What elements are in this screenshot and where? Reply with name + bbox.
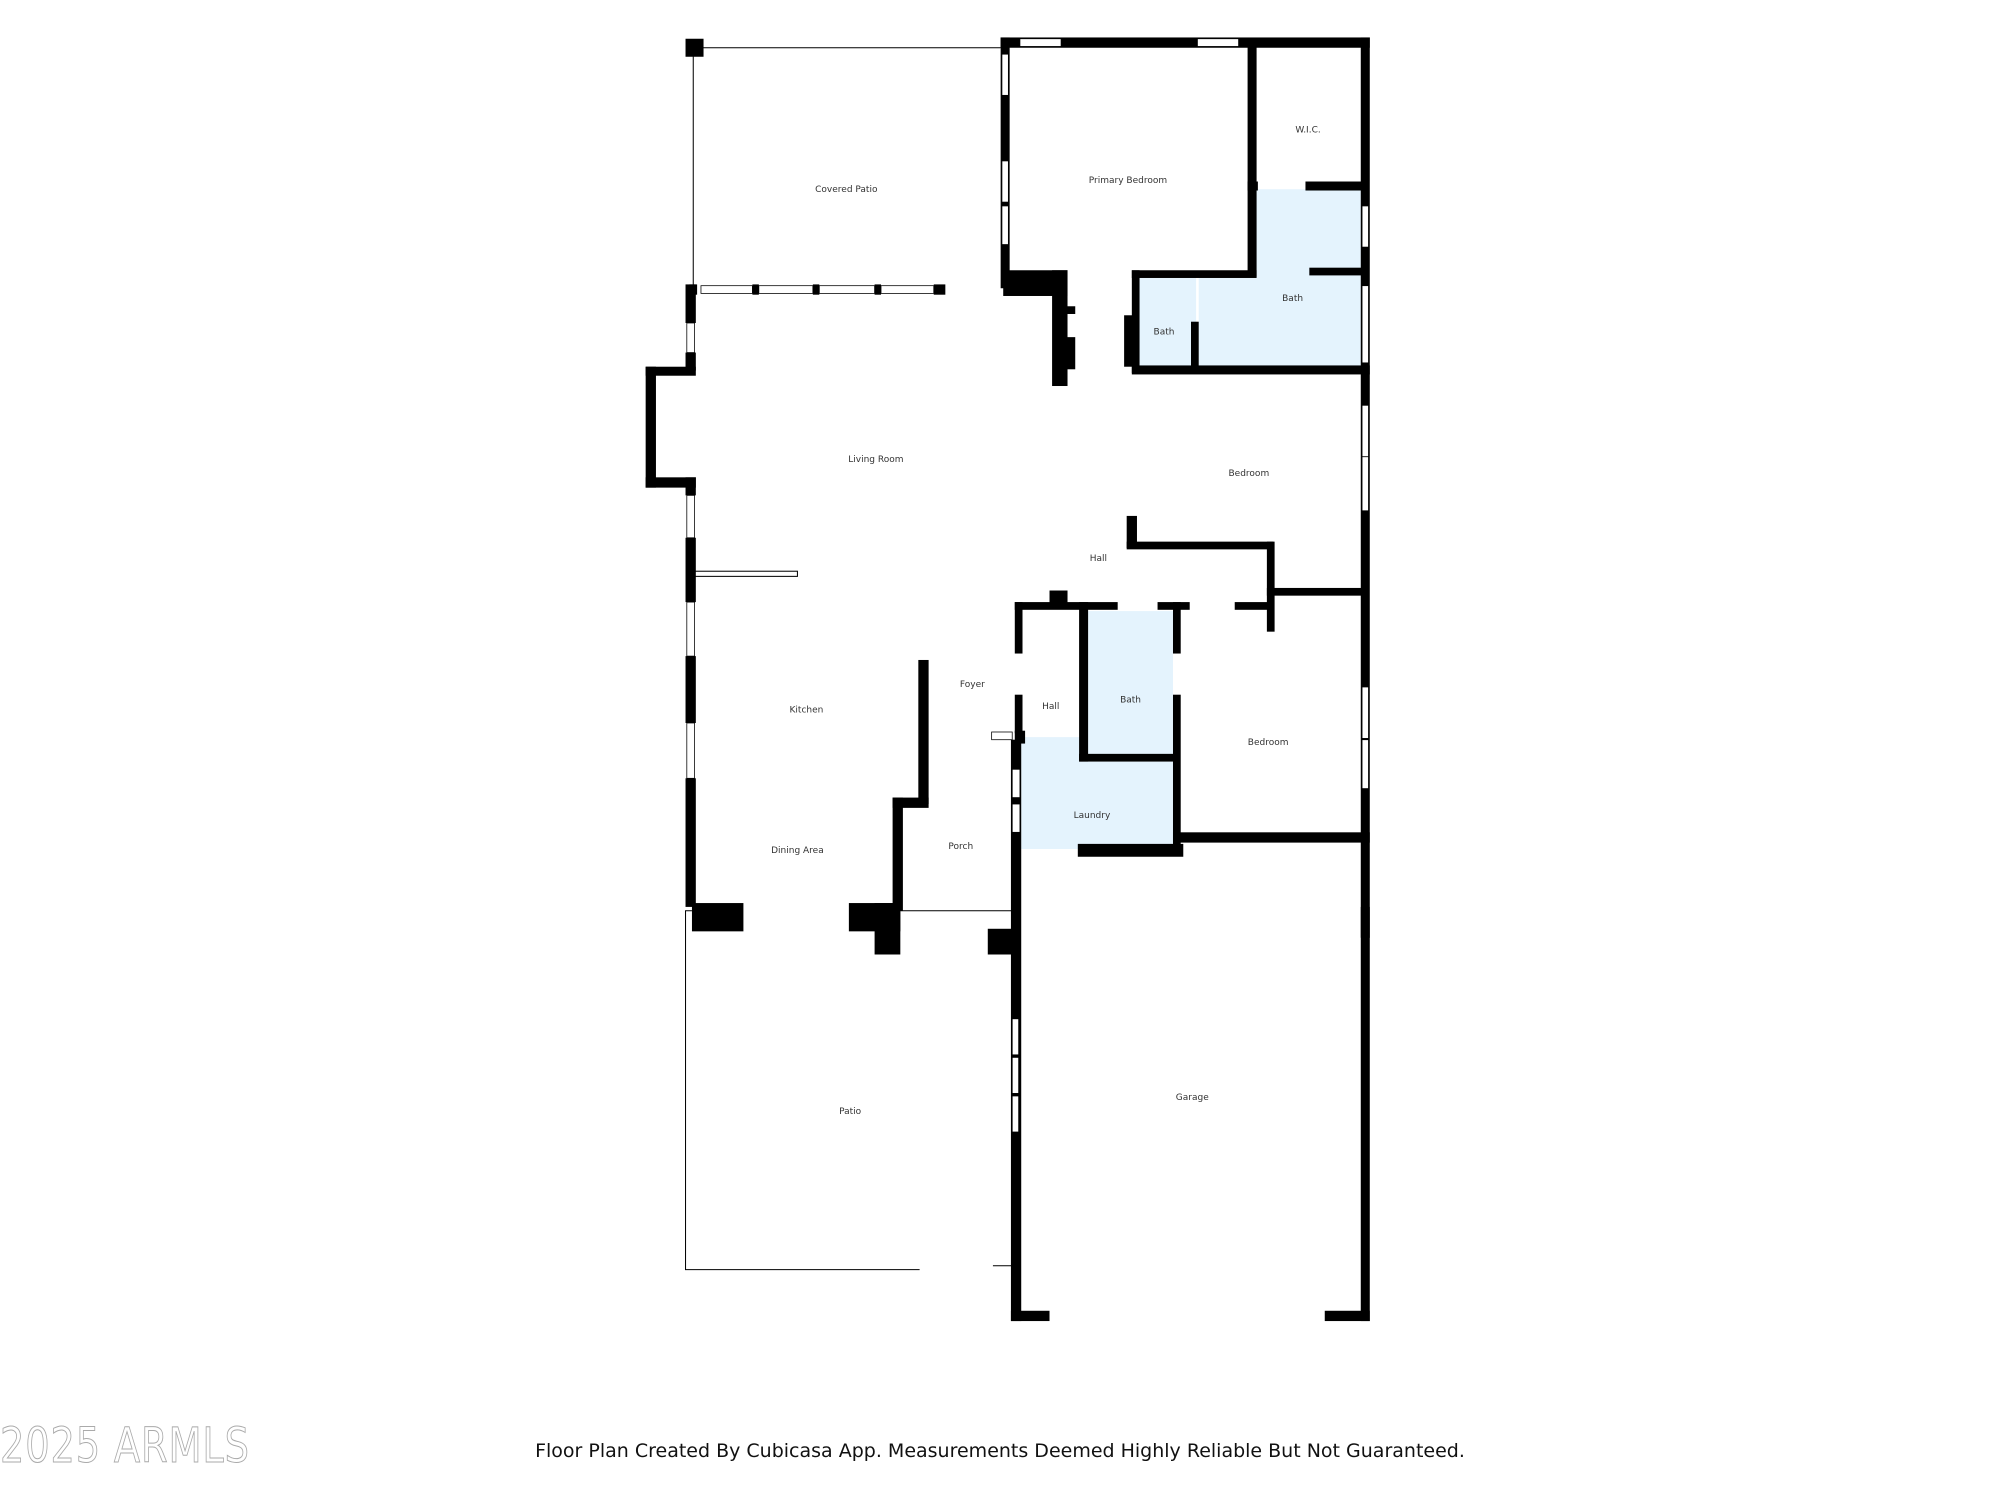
room-label-hall-bath: Bath	[1120, 695, 1141, 705]
patio-outlines	[685, 47, 1014, 1271]
room-label-covered-patio: Covered Patio	[815, 185, 878, 195]
watermark: 2025 ARMLS	[0, 1418, 250, 1475]
room-label-patio: Patio	[839, 1107, 862, 1117]
room-label-foyer: Foyer	[960, 680, 985, 690]
windows	[686, 38, 1369, 1133]
room-label-bedroom-1: Bedroom	[1229, 469, 1270, 479]
disclaimer-text: Floor Plan Created By Cubicasa App. Meas…	[535, 1440, 1465, 1462]
room-label-kitchen: Kitchen	[790, 706, 824, 716]
room-label-garage: Garage	[1176, 1093, 1209, 1103]
room-label-porch: Porch	[948, 842, 973, 852]
room-label-laundry: Laundry	[1074, 811, 1111, 821]
room-labels: Covered Patio Primary Bedroom W.I.C. Bat…	[771, 126, 1321, 1117]
room-label-small-bath: Bath	[1154, 328, 1175, 338]
room-label-bedroom-2: Bedroom	[1248, 738, 1289, 748]
wet-room-fills	[1021, 189, 1361, 850]
room-label-hall-2: Hall	[1042, 702, 1059, 712]
room-label-primary-bath: Bath	[1282, 294, 1303, 304]
room-label-dining-area: Dining Area	[771, 846, 824, 856]
room-label-primary-bedroom: Primary Bedroom	[1089, 176, 1167, 186]
room-label-wic: W.I.C.	[1295, 126, 1320, 136]
room-label-hall-1: Hall	[1090, 554, 1107, 564]
room-label-living-room: Living Room	[848, 455, 903, 465]
